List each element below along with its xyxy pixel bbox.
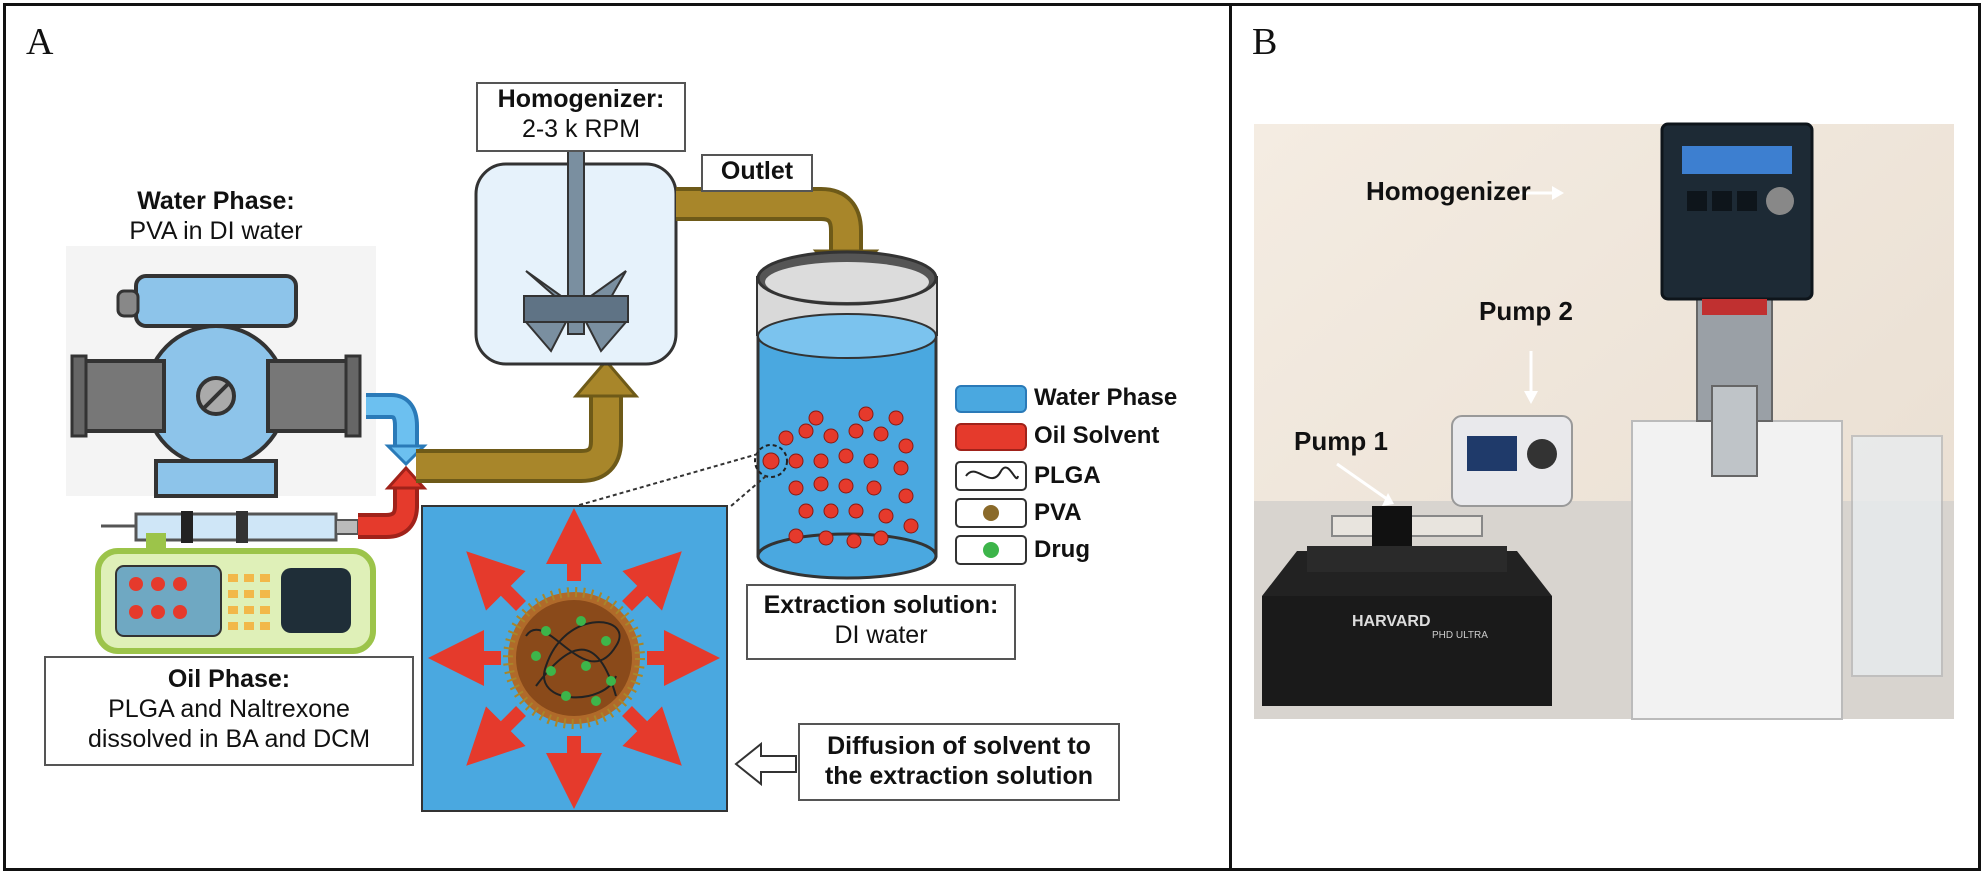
oil-phase-line2: dissolved in BA and DCM [87, 725, 371, 753]
legend-oil-solvent: Oil Solvent [1034, 422, 1160, 449]
water-pump-icon [66, 246, 376, 498]
oil-phase-label: Oil Phase: PLGA and Naltrexone dissolved… [44, 656, 414, 766]
diffusion-arrows [428, 508, 720, 809]
homogenizer-rpm: 2-3 k RPM [521, 115, 641, 143]
diffusion-label: Diffusion of solvent to the extraction s… [798, 723, 1120, 801]
syringe-pump-icon [95, 533, 376, 654]
outlet-text: Outlet [720, 157, 794, 185]
panel-b: B [1229, 3, 1981, 871]
homogenizer-photo-label: Homogenizer [1366, 176, 1531, 206]
legend-drug: Drug [1034, 536, 1090, 563]
particle-zoom-inset [421, 505, 728, 812]
lab-photo: HARVARD PHD ULTRA [1254, 122, 1954, 720]
pump2-photo-label: Pump 2 [1479, 296, 1573, 326]
water-phase-title: Water Phase: [137, 187, 295, 215]
diffusion-line2: the extraction solution [824, 762, 1094, 790]
harvard-brand-text: HARVARD [1352, 613, 1431, 630]
panel-b-letter: B [1252, 21, 1278, 63]
diffusion-pointer-arrow [734, 741, 797, 787]
homogenizer-title: Homogenizer: [497, 85, 665, 113]
water-phase-label: Water Phase: PVA in DI water [106, 186, 326, 252]
oil-droplets [762, 406, 919, 549]
panel-a-letter: A [26, 21, 54, 63]
oil-phase-line1: PLGA and Naltrexone [108, 695, 350, 723]
homogenizer-label: Homogenizer: 2-3 k RPM [476, 82, 686, 152]
process-diagram [66, 133, 1027, 812]
oil-phase-title: Oil Phase: [167, 665, 291, 693]
extraction-title: Extraction solution: [763, 591, 999, 619]
legend-plga: PLGA [1034, 462, 1101, 489]
outlet-label: Outlet [701, 154, 813, 192]
harvard-model-text: PHD ULTRA [1432, 630, 1488, 641]
syringe-icon [101, 511, 359, 543]
extraction-solution-label: Extraction solution: DI water [746, 584, 1016, 660]
legend-swatches [955, 385, 1027, 565]
legend-pva: PVA [1034, 499, 1082, 526]
homogenizer-icon [474, 133, 678, 366]
panel-a: A [3, 3, 1235, 871]
extraction-value: DI water [834, 621, 928, 649]
extraction-beaker-icon [754, 250, 938, 580]
legend-water-phase: Water Phase [1034, 384, 1178, 411]
diffusion-line1: Diffusion of solvent to [827, 732, 1091, 760]
pump1-photo-label: Pump 1 [1294, 426, 1388, 456]
water-phase-value: PVA in DI water [129, 217, 303, 245]
